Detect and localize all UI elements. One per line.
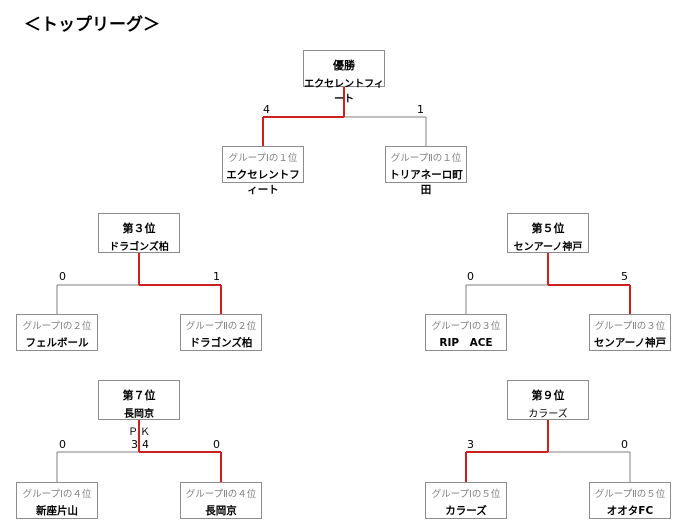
seventh-rank-label: 第７位	[122, 389, 156, 402]
seventh-result-box: 第７位 長岡京	[98, 380, 180, 420]
team-name: RIP ACE	[439, 337, 493, 349]
team-group-label: グループⅠの３位	[431, 321, 501, 332]
team-group-label: グループⅠの１位	[228, 153, 298, 164]
ninth-left-score: 3	[467, 438, 474, 451]
seventh-pk-right: 4	[142, 438, 149, 451]
seventh-left-team-box: グループⅠの４位 新座片山	[16, 482, 98, 519]
ninth-rank-label: 第９位	[531, 389, 565, 402]
team-name: トリアネーロ町田	[389, 169, 463, 196]
final-result-box: 優勝 エクセレントフィート	[303, 50, 385, 105]
final-winner-name: エクセレントフィート	[304, 79, 384, 105]
team-name: センアーノ神戸	[593, 337, 667, 349]
fifth-rank-label: 第５位	[531, 222, 565, 235]
third-rank-label: 第３位	[122, 222, 156, 235]
ninth-winner-name: カラーズ	[528, 409, 568, 420]
seventh-pk-label: ＰＫ	[128, 427, 152, 438]
team-group-label: グループⅡの１位	[390, 153, 462, 164]
team-name: エクセレントフィート	[226, 169, 300, 196]
seventh-right-team-box: グループⅡの４位 長岡京	[180, 482, 262, 519]
fifth-left-team-box: グループⅠの３位 RIP ACE	[425, 314, 507, 351]
fifth-left-score: 0	[467, 270, 474, 283]
ninth-right-score: 0	[621, 438, 628, 451]
third-left-score: 0	[59, 270, 66, 283]
team-group-label: グループⅠの４位	[22, 489, 92, 500]
seventh-winner-name: 長岡京	[124, 409, 154, 420]
seventh-right-score: 0	[213, 438, 220, 451]
ninth-left-team-box: グループⅠの５位 カラーズ	[425, 482, 507, 519]
team-name: フェルボール	[25, 337, 89, 349]
third-winner-name: ドラゴンズ柏	[109, 242, 169, 253]
final-left-score: 4	[263, 103, 270, 116]
team-group-label: グループⅠの２位	[22, 321, 92, 332]
team-name: ドラゴンズ柏	[189, 337, 253, 349]
team-name: カラーズ	[445, 505, 487, 517]
team-group-label: グループⅡの４位	[185, 489, 257, 500]
fifth-winner-name: センアーノ神戸	[513, 242, 583, 253]
final-right-score: 1	[417, 103, 424, 116]
team-name: 長岡京	[205, 505, 237, 517]
seventh-pk-left: 3	[131, 438, 138, 451]
third-left-team-box: グループⅠの２位 フェルボール	[16, 314, 98, 351]
final-left-team-box: グループⅠの１位 エクセレントフィート	[222, 146, 304, 196]
ninth-right-team-box: グループⅡの５位 オオタFC	[589, 482, 671, 519]
team-name: 新座片山	[36, 505, 78, 517]
team-group-label: グループⅡの２位	[185, 321, 257, 332]
seventh-left-score: 0	[59, 438, 66, 451]
ninth-result-box: 第９位 カラーズ	[507, 380, 589, 420]
team-name: オオタFC	[606, 505, 654, 517]
team-group-label: グループⅠの５位	[431, 489, 501, 500]
final-right-team-box: グループⅡの１位 トリアネーロ町田	[385, 146, 467, 196]
final-rank-label: 優勝	[333, 59, 355, 72]
third-right-team-box: グループⅡの２位 ドラゴンズ柏	[180, 314, 262, 351]
page-title: ＜トップリーグ＞	[24, 15, 160, 35]
team-group-label: グループⅡの５位	[594, 489, 666, 500]
fifth-result-box: 第５位 センアーノ神戸	[507, 213, 589, 253]
fifth-right-team-box: グループⅡの３位 センアーノ神戸	[589, 314, 671, 351]
third-right-score: 1	[213, 270, 220, 283]
team-group-label: グループⅡの３位	[594, 321, 666, 332]
third-result-box: 第３位 ドラゴンズ柏	[98, 213, 180, 253]
fifth-right-score: 5	[621, 270, 628, 283]
